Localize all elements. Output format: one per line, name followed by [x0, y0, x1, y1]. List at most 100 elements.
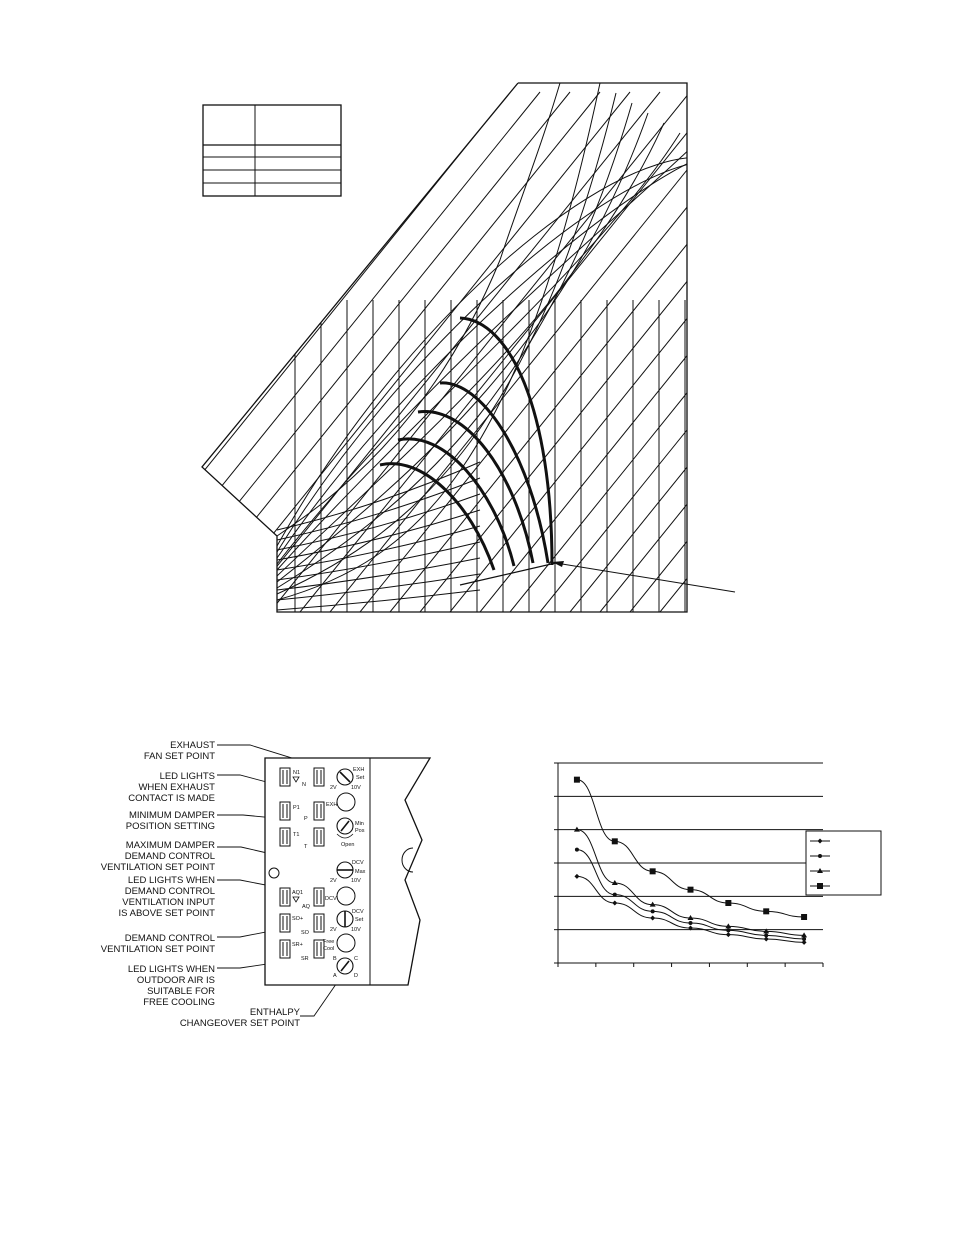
callout-line: CONTACT IS MADE — [128, 793, 215, 804]
callout-line: LED LIGHTS WHEN — [128, 964, 215, 975]
data-point — [801, 932, 808, 938]
callout-line: CHANGEOVER SET POINT — [180, 1018, 300, 1029]
pointer-line — [555, 562, 736, 593]
enthalpy-line — [599, 91, 687, 612]
callout-line: MAXIMUM DAMPER — [126, 840, 215, 851]
free-cool-led — [336, 933, 356, 953]
fan-line — [276, 525, 481, 571]
series-1 — [574, 873, 807, 945]
data-point — [818, 854, 822, 858]
pointer-arrowhead — [552, 561, 564, 567]
label-so: SO — [301, 930, 310, 936]
label-b: B — [333, 956, 337, 962]
enthalpy-line — [509, 91, 687, 612]
data-point — [688, 925, 693, 931]
indicator-leds — [336, 792, 356, 953]
legend-entry-1 — [810, 838, 830, 844]
label-so-10v: 10V — [351, 927, 361, 933]
enthalpy-line — [389, 91, 687, 612]
changeover-curves — [379, 316, 554, 571]
inner-saturation-curve — [276, 82, 561, 537]
humidity-curve — [276, 160, 687, 553]
label-open: Open — [341, 842, 354, 848]
data-point — [802, 937, 807, 941]
data-point — [612, 900, 618, 906]
chart-outline — [201, 82, 688, 613]
fan-line — [276, 509, 481, 561]
data-point — [650, 909, 655, 914]
data-point — [817, 883, 823, 889]
label-aq1: AQ1 — [292, 890, 303, 896]
relative-humidity-curves — [276, 83, 687, 601]
label-c: C — [354, 956, 358, 962]
label-exh-set: Set — [356, 775, 365, 781]
legend-entry-3 — [810, 868, 830, 873]
label-exh: EXH — [353, 767, 364, 773]
dcv-led — [336, 886, 356, 906]
label-a: A — [333, 973, 337, 979]
callout-line: OUTDOOR AIR IS — [137, 975, 215, 986]
enthalpy-line — [329, 91, 687, 612]
callout-line: MINIMUM DAMPER — [129, 810, 215, 821]
label-min: Min — [355, 821, 364, 827]
enthalpy-line — [720, 92, 954, 612]
line-chart — [554, 762, 882, 967]
data-point — [573, 776, 580, 783]
data-point — [801, 939, 807, 945]
humidity-curve — [276, 156, 687, 547]
callout-line: SUITABLE FOR — [147, 986, 215, 997]
enthalpy-line — [419, 91, 687, 612]
curve-c — [417, 410, 535, 564]
series-line — [576, 875, 805, 943]
legend-entry-4 — [810, 883, 830, 889]
label-sr: SR — [301, 956, 309, 962]
fan-line — [276, 573, 481, 601]
label-dcv2: DCV — [352, 909, 364, 915]
callout-line: DEMAND CONTROL — [125, 933, 215, 944]
callout-line: DEMAND CONTROL — [125, 886, 215, 897]
enthalpy-line — [780, 92, 954, 612]
label-max: Max — [355, 869, 366, 875]
data-point — [763, 936, 769, 942]
enthalpy-line — [269, 91, 687, 612]
label-free: Free — [323, 939, 334, 945]
open-arrow-arc — [336, 833, 354, 839]
callout-line: POSITION SETTING — [126, 821, 215, 832]
humidity-curve — [276, 122, 665, 577]
enthalpy-line — [629, 91, 687, 612]
data-point — [725, 923, 732, 929]
chart-legend — [805, 830, 882, 896]
data-point — [763, 908, 770, 915]
enthalpy-line — [359, 91, 687, 612]
enthalpy-line — [202, 91, 541, 612]
enthalpy-line — [659, 91, 687, 612]
enthalpy-line — [449, 91, 687, 612]
humidity-fan-lines — [276, 461, 481, 611]
data-point — [725, 900, 732, 906]
data-point — [687, 886, 694, 893]
data-point — [574, 873, 580, 879]
enthalpy-line — [810, 92, 954, 612]
label-dcv-2v: 2V — [330, 878, 337, 884]
label-exh-10v: 10V — [351, 785, 361, 791]
data-point — [611, 838, 618, 845]
fan-line — [276, 589, 481, 611]
enthalpy-line — [209, 91, 631, 612]
data-point — [726, 928, 731, 933]
label-so-plus: SO+ — [292, 916, 303, 922]
fan-line — [276, 541, 481, 581]
psychro-legend-table — [202, 104, 342, 197]
callout-line: DEMAND CONTROL — [125, 851, 215, 862]
humidity-curve — [276, 152, 687, 559]
series-2 — [574, 847, 807, 941]
callout-line: LED LIGHTS WHEN — [128, 875, 215, 886]
label-n1: N1 — [293, 770, 300, 776]
